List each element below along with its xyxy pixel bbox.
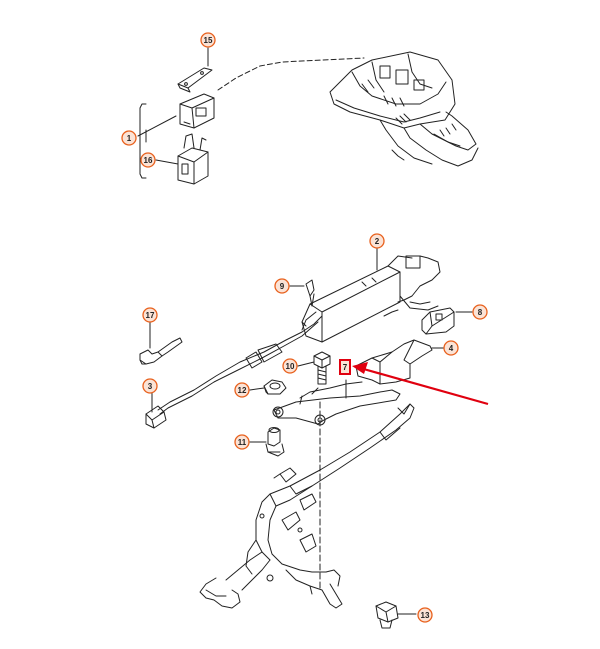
callout-4: 4 — [443, 340, 459, 356]
part-1-connector — [179, 93, 215, 129]
callout-8: 8 — [472, 304, 488, 320]
module-plug — [405, 255, 421, 269]
callout-label: 3 — [148, 382, 153, 391]
callout-11: 11 — [234, 434, 250, 450]
callout-7: 7 — [339, 359, 351, 375]
part-13-clip — [375, 601, 399, 629]
part-12-nut — [263, 379, 287, 395]
group-bracket — [139, 103, 147, 179]
handbrake-lever — [199, 403, 415, 609]
part-8-connector — [421, 307, 455, 335]
callout-16: 16 — [140, 152, 156, 168]
callout-1: 1 — [121, 130, 137, 146]
callout-12: 12 — [234, 382, 250, 398]
console-housing — [329, 51, 479, 167]
callout-label: 16 — [144, 156, 153, 165]
callout-label: 15 — [204, 36, 213, 45]
callout-label: 11 — [238, 438, 247, 447]
module-harness — [387, 255, 441, 303]
callout-3: 3 — [142, 378, 158, 394]
leader-dashed-top — [217, 57, 365, 91]
callout-9: 9 — [274, 278, 290, 294]
highlight-arrow — [352, 362, 489, 406]
callout-label: 4 — [449, 344, 454, 353]
part-3-cable — [145, 315, 323, 429]
callout-15: 15 — [200, 32, 216, 48]
callout-label: 13 — [421, 611, 430, 620]
part-17-pin — [139, 337, 183, 365]
callout-label: 9 — [280, 282, 285, 291]
part-11-pin — [265, 427, 285, 457]
callout-label: 10 — [286, 362, 295, 371]
callout-label: 12 — [238, 386, 247, 395]
callout-10: 10 — [282, 358, 298, 374]
callout-label: 7 — [343, 363, 348, 372]
part-15-clip — [177, 67, 213, 93]
callout-label: 1 — [127, 134, 132, 143]
mount-plate — [272, 381, 401, 426]
part-9-screw — [305, 279, 315, 307]
part-16-terminal — [177, 133, 209, 185]
callout-label: 8 — [478, 308, 483, 317]
callout-13: 13 — [417, 607, 433, 623]
part-10-bolt — [313, 351, 331, 385]
callout-17: 17 — [142, 307, 158, 323]
part-4-bracket — [355, 339, 433, 385]
callout-2: 2 — [369, 233, 385, 249]
part-2-module — [301, 265, 401, 343]
callout-label: 2 — [375, 237, 380, 246]
callout-label: 17 — [146, 311, 155, 320]
